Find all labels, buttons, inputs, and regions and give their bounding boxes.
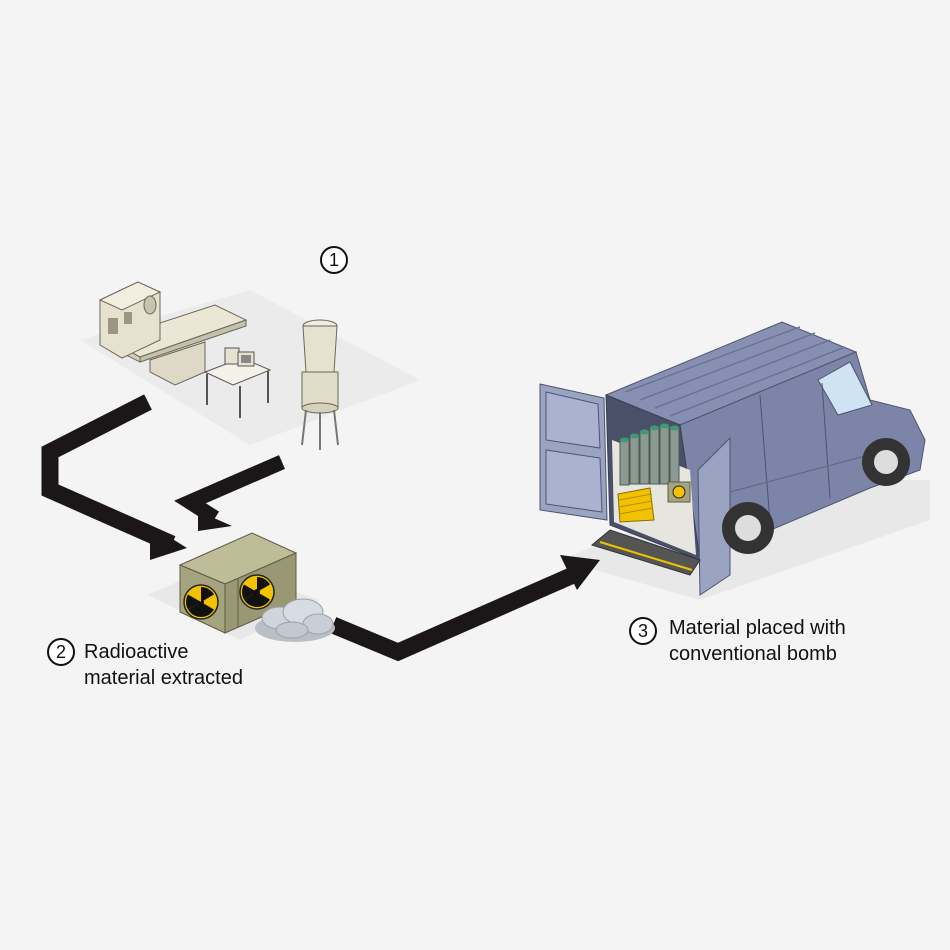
- step-3-label: Material placed with conventional bomb: [669, 617, 846, 665]
- computer-desk-icon: [203, 347, 272, 418]
- step-3-number: 3: [629, 617, 657, 645]
- step-1-number: 1: [320, 246, 348, 274]
- conventional-bomb-icon: [612, 423, 696, 555]
- arrow-scanner-to-container: [41, 394, 187, 560]
- medical-scanner-icon: [98, 281, 248, 386]
- arrow-irradiator-to-container: [174, 455, 285, 531]
- step-2-label: Radioactive material extracted: [84, 641, 243, 689]
- radiation-hazard-icon: [239, 574, 275, 610]
- radioactive-material-pile-icon: [255, 598, 335, 642]
- arrow-material-to-van: [329, 555, 600, 662]
- industrial-irradiator-icon: [301, 319, 339, 450]
- step-2-number: 2: [47, 638, 75, 666]
- radiation-hazard-icon: [183, 584, 219, 620]
